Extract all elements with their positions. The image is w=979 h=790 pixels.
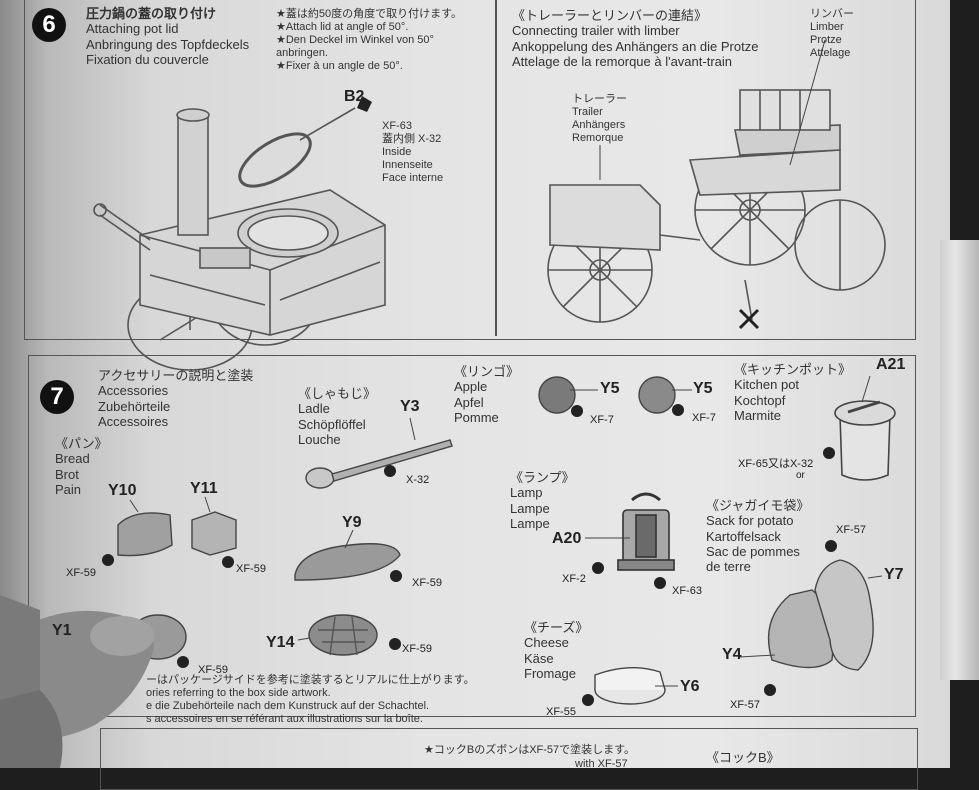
bread-illustrations [117, 511, 401, 660]
trailer-label: トレーラー Trailer Anhängers Remorque [572, 93, 627, 144]
background-page-edge [940, 240, 979, 680]
paint-y10: XF-59 [66, 567, 96, 579]
kitchen-pot-label: 《キッチンポット》 Kitchen pot Kochtopf Marmite [734, 362, 852, 423]
cheese-label: 《チーズ》 Cheese Käse Fromage [524, 620, 589, 681]
paint-y11: XF-59 [236, 563, 266, 575]
bread-label: 《パン》 Bread Brot Pain [55, 436, 108, 497]
part-y7: Y7 [884, 566, 904, 583]
step7-number: 7 [40, 380, 74, 414]
part-y9: Y9 [342, 514, 362, 531]
kitchen-pot-illustration [834, 400, 896, 481]
part-y5-a: Y5 [600, 380, 620, 397]
ladle-label: 《しゃもじ》 Ladle Schöpflöffel Louche [298, 386, 377, 447]
paint-a20-2: XF-63 [672, 585, 702, 597]
part-b2-code: B2 [344, 88, 365, 105]
next-step-note: ★コックBのズボンはXF-57で塗装します。 [424, 744, 636, 756]
apple-illustrations [538, 376, 676, 414]
part-y11: Y11 [190, 480, 218, 497]
paint-y5-a: XF-7 [590, 414, 614, 426]
step6-title: 圧力鍋の蓋の取り付け Attaching pot lid Anbringung … [86, 6, 250, 67]
part-y3: Y3 [400, 398, 420, 415]
paint-a20-1: XF-2 [562, 573, 586, 585]
paint-markers [102, 404, 837, 706]
ladle-illustration [305, 439, 453, 489]
step6-panel [24, 0, 916, 340]
paint-y5-b: XF-7 [692, 412, 716, 424]
illustrations-layer [0, 39, 896, 768]
step7-panel [28, 355, 916, 717]
part-y10: Y10 [108, 482, 137, 499]
lamp-label: 《ランプ》 Lamp Lampe Lampe [510, 470, 575, 531]
next-step-partial: with XF-57 [575, 758, 628, 770]
potato-sack-illustration [767, 559, 874, 671]
limber-label: リンバー Limber Protze Attelage [810, 8, 854, 59]
part-y4: Y4 [722, 646, 742, 663]
paint-a21: XF-65又はX-32 [738, 458, 814, 470]
paint-y14: XF-59 [402, 643, 432, 655]
next-step-heading: 《コックB》 [706, 750, 780, 765]
lamp-illustration [617, 492, 675, 571]
sack-label: 《ジャガイモ袋》 Sack for potato Kartoffelsack S… [706, 498, 810, 575]
paint-y9: XF-59 [412, 577, 442, 589]
trailer-limber-illustration [547, 89, 886, 330]
step7-footnote: ーはパッケージサイドを参考に塗装するとリアルに仕上がります。 ories ref… [146, 674, 475, 725]
part-a20: A20 [552, 530, 582, 547]
paint-y1x: XF-59 [198, 664, 228, 676]
paint-sack-top: XF-57 [836, 524, 866, 536]
field-kitchen-illustration [93, 96, 386, 371]
paint-a21-or: or [796, 470, 805, 481]
part-y6: Y6 [680, 678, 700, 695]
part-y14: Y14 [266, 634, 295, 651]
paint-y6: XF-55 [546, 706, 576, 718]
apple-label: 《リンゴ》 Apple Apfel Pomme [454, 364, 520, 425]
paint-sack-bottom: XF-57 [730, 699, 760, 711]
part-y5-b: Y5 [693, 380, 713, 397]
thumb [0, 595, 154, 768]
part-a21: A21 [876, 356, 906, 373]
connect-title: 《トレーラーとリンバーの連結》 Connecting trailer with … [512, 8, 759, 69]
step6-number: 6 [32, 8, 66, 42]
paint-y3: X-32 [406, 474, 430, 486]
leader-lines [129, 39, 883, 687]
part-b2-paint: XF-63 蓋内側 X-32 Inside Innenseite Face in… [382, 120, 444, 184]
part-y1x: Y1 [52, 622, 72, 639]
step6-note: ★蓋は約50度の角度で取り付けます。 ★Attach lid at angle … [276, 8, 462, 72]
cheese-illustration [594, 666, 666, 705]
step6-divider [495, 0, 497, 336]
step7-title: アクセサリーの説明と塗装 Accessories Zubehörteile Ac… [98, 368, 254, 429]
